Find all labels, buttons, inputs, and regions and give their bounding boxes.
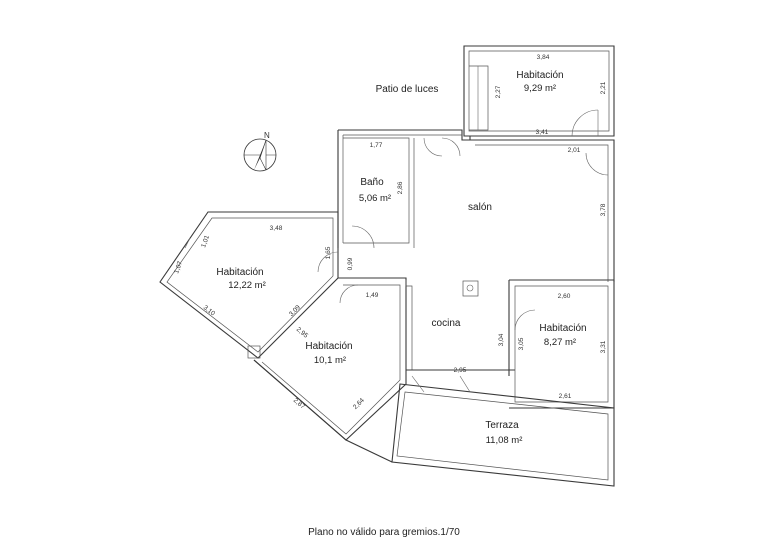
- dimension-label: 0,99: [347, 257, 354, 270]
- dimension-label: 2,95: [295, 326, 309, 340]
- dimension-label: 1,07: [173, 260, 184, 275]
- room-label-bath: Baño: [360, 177, 384, 188]
- dimension-label: 3,04: [498, 333, 505, 346]
- dimension-label: 2,87: [292, 397, 306, 411]
- dimension-label: 3,48: [270, 225, 283, 232]
- room-area-bath: 5,06 m²: [359, 193, 391, 204]
- room-label-terrace: Terraza: [485, 420, 519, 431]
- room-label-bedroom-top: Habitación: [516, 70, 563, 81]
- room-area-bedroom-left: 12,22 m²: [228, 280, 266, 291]
- room-area-bedroom-right: 8,27 m²: [544, 337, 576, 348]
- dimension-label: 3,84: [537, 54, 550, 61]
- dimension-label: 3,78: [600, 203, 607, 216]
- dimension-label: 2,64: [352, 397, 366, 411]
- room-area-terrace: 11,08 m²: [486, 435, 523, 446]
- dimension-label: 1,49: [366, 292, 379, 299]
- dimension-label: 2,27: [495, 85, 502, 98]
- room-label-living: salón: [468, 202, 492, 213]
- plan-note: Plano no válido para gremios.1/70: [308, 527, 460, 538]
- dimension-label: 2,61: [559, 393, 572, 400]
- dimension-label: 2,95: [454, 367, 467, 374]
- compass-north-label: N: [264, 131, 270, 140]
- room-area-bedroom-lower-left: 10,1 m²: [314, 355, 346, 366]
- room-label-kitchen: cocina: [432, 318, 461, 329]
- room-area-bedroom-top: 9,29 m²: [524, 83, 556, 94]
- room-label-bedroom-left: Habitación: [216, 267, 263, 278]
- dimension-label: 2,01: [568, 147, 581, 154]
- room-label-bedroom-lower-left: Habitación: [305, 341, 352, 352]
- dimension-label: 3,31: [600, 340, 607, 353]
- dimension-labels: 3,84 2,27 2,21 3,41 1,77 2,86 2,01 3,78 …: [173, 54, 607, 411]
- dimension-label: 1,01: [200, 234, 211, 249]
- room-label-light-well: Patio de luces: [376, 84, 439, 95]
- dimension-label: 2,60: [558, 293, 571, 300]
- compass-icon: N: [243, 131, 277, 172]
- dimension-label: 2,21: [600, 81, 607, 94]
- dimension-label: 3,05: [518, 337, 525, 350]
- dimension-label: 3,41: [536, 129, 549, 136]
- room-labels: Habitación 9,29 m² Baño 5,06 m² salón Ha…: [216, 70, 586, 446]
- dimension-label: 2,86: [397, 181, 404, 194]
- dimension-label: 1,77: [370, 142, 383, 149]
- doors: [184, 109, 609, 393]
- dimension-label: 1,65: [325, 246, 332, 259]
- walls: [159, 45, 615, 487]
- room-label-bedroom-right: Habitación: [539, 323, 586, 334]
